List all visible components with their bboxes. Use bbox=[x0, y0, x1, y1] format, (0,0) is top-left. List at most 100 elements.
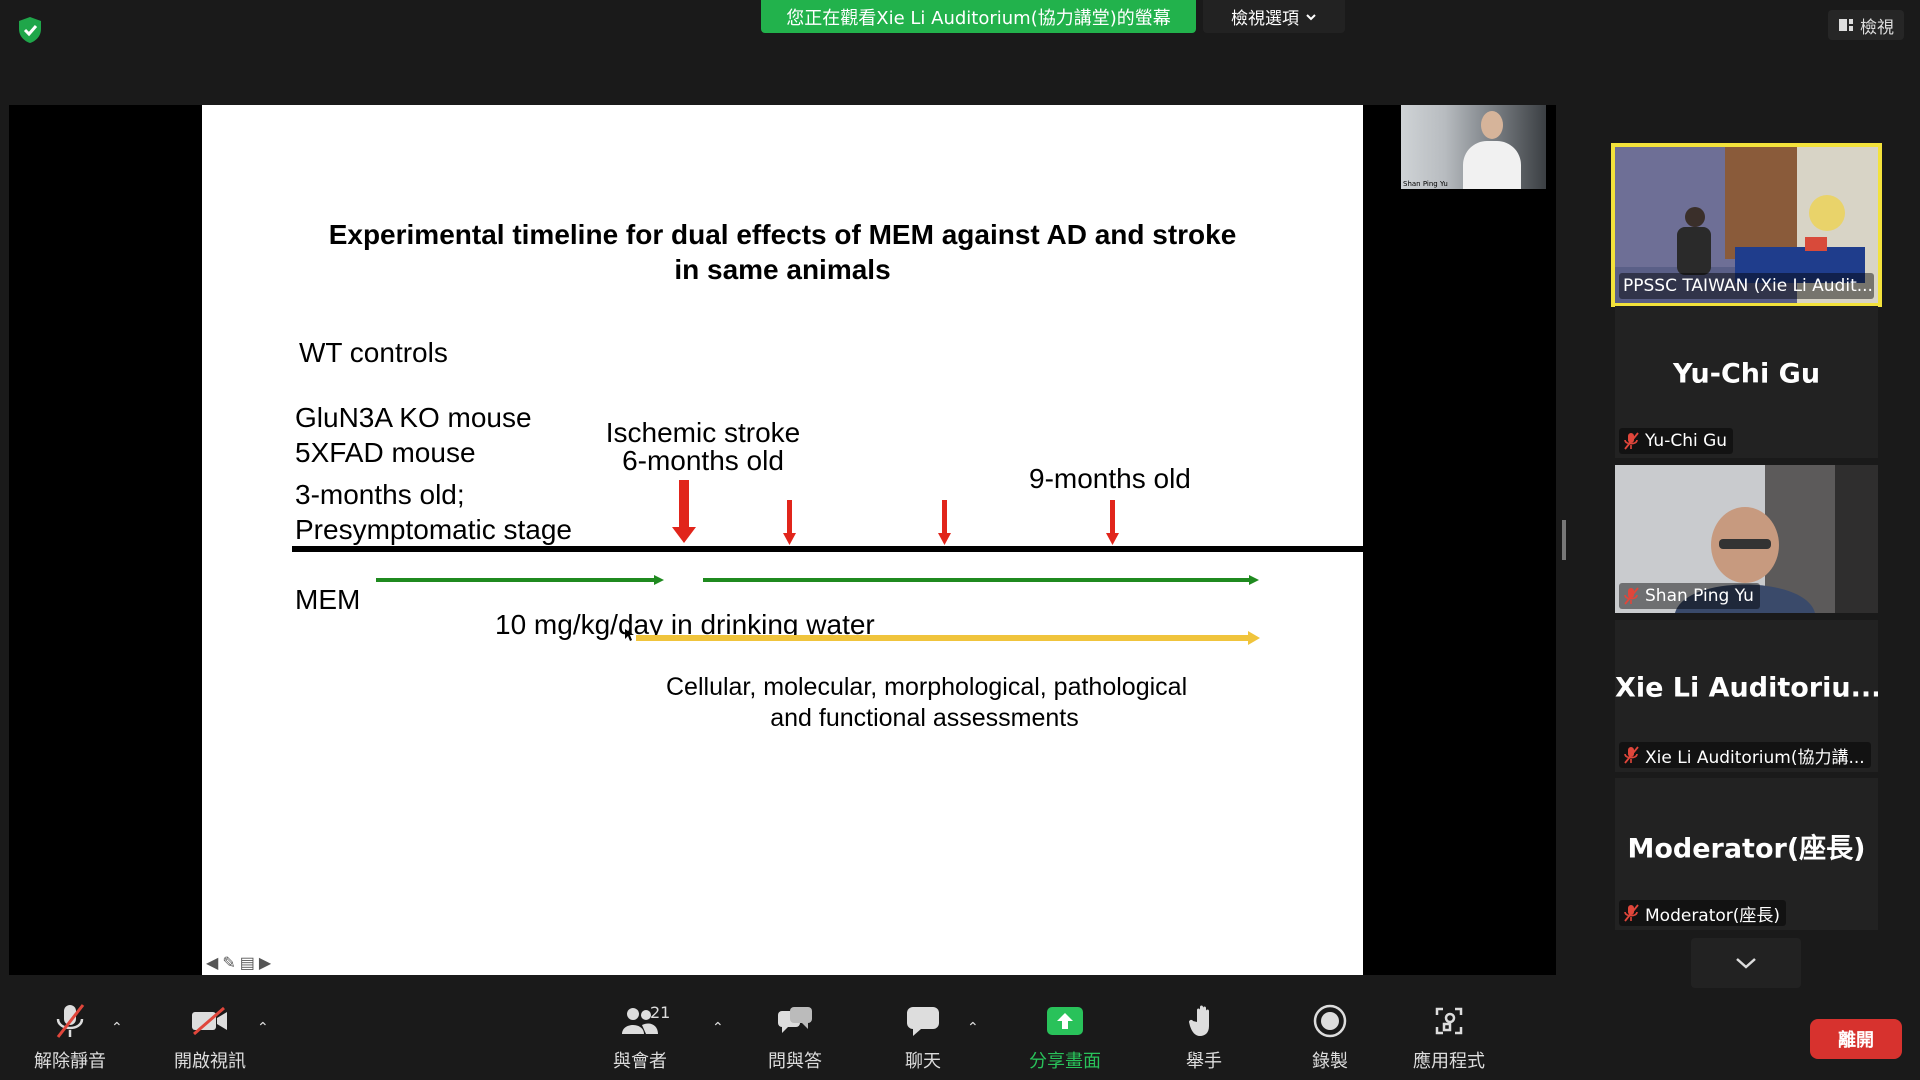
qa-icon bbox=[775, 1001, 815, 1041]
video-options-caret-icon[interactable]: ⌃ bbox=[257, 1020, 269, 1036]
chat-icon bbox=[903, 1001, 943, 1041]
participant-tile-shan-ping-yu[interactable]: Shan Ping Yu bbox=[1615, 465, 1878, 613]
mouse-pointer bbox=[625, 629, 634, 641]
presymptomatic-text: Presymptomatic stage bbox=[295, 514, 572, 545]
raise-hand-icon bbox=[1184, 1001, 1224, 1041]
slide-title-line2: in same animals bbox=[674, 254, 891, 285]
slide-title: Experimental timeline for dual effects o… bbox=[202, 217, 1363, 287]
participant-label: Xie Li Auditorium(協力講... bbox=[1619, 742, 1871, 768]
mic-muted-icon bbox=[50, 1001, 90, 1041]
viewing-screen-banner: 您正在觀看Xie Li Auditorium(協力講堂)的螢幕 bbox=[761, 0, 1196, 33]
participant-tile-xie-li-auditorium[interactable]: Xie Li Auditoriu... Xie Li Auditorium(協力… bbox=[1615, 620, 1878, 772]
apps-icon bbox=[1429, 1001, 1469, 1041]
chat-options-caret-icon[interactable]: ⌃ bbox=[967, 1020, 979, 1036]
participant-name: Xie Li Auditorium(協力講... bbox=[1645, 747, 1865, 768]
assessments-line1: Cellular, molecular, morphological, path… bbox=[666, 673, 1188, 701]
participant-name: Shan Ping Yu bbox=[1645, 586, 1754, 606]
participant-label: Shan Ping Yu bbox=[1619, 583, 1760, 609]
participant-tile-moderator[interactable]: Moderator(座長) Moderator(座長) bbox=[1615, 778, 1878, 930]
slide-title-line1: Experimental timeline for dual effects o… bbox=[328, 219, 1237, 250]
participants-options-caret-icon[interactable]: ⌃ bbox=[712, 1020, 724, 1036]
mic-muted-icon bbox=[1624, 746, 1639, 764]
participant-big-name: Xie Li Auditoriu... bbox=[1615, 672, 1878, 704]
participant-big-name: Yu-Chi Gu bbox=[1672, 358, 1821, 390]
share-screen-button[interactable]: 分享畫面 bbox=[1017, 993, 1113, 1080]
video-off-icon bbox=[190, 1001, 230, 1041]
record-button[interactable]: 錄製 bbox=[1290, 993, 1370, 1080]
share-screen-icon bbox=[1045, 1001, 1085, 1041]
next-slide-icon[interactable]: ▶ bbox=[258, 955, 272, 972]
speaker-face bbox=[1481, 111, 1503, 139]
5xfad-text: 5XFAD mouse bbox=[295, 437, 476, 468]
slide-menu-icon[interactable]: ▤ bbox=[239, 955, 255, 972]
qa-label: 問與答 bbox=[768, 1050, 822, 1072]
view-layout-button[interactable]: 檢視 bbox=[1828, 10, 1904, 40]
apps-button[interactable]: 應用程式 bbox=[1401, 993, 1497, 1080]
participant-name: PPSSC TAIWAN (Xie Li Audit... bbox=[1623, 276, 1873, 296]
raise-hand-label: 舉手 bbox=[1186, 1050, 1222, 1072]
participant-tile-ppssc[interactable]: PPSSC TAIWAN (Xie Li Audit... bbox=[1611, 143, 1882, 307]
mic-muted-icon bbox=[1624, 587, 1639, 605]
glun3a-ko-text: GluN3A KO mouse bbox=[295, 402, 532, 433]
leave-button[interactable]: 離開 bbox=[1810, 1019, 1902, 1059]
mem-label: MEM bbox=[295, 584, 361, 615]
timepoint-arrow-2 bbox=[783, 500, 796, 545]
participant-big-name: Moderator(座長) bbox=[1627, 833, 1866, 865]
record-icon bbox=[1310, 1001, 1350, 1041]
mem-treatment-line-2 bbox=[703, 575, 1259, 585]
participant-label: Yu-Chi Gu bbox=[1619, 428, 1734, 454]
slide-navigation: ◀ ✎ ▤ ▶ bbox=[206, 953, 271, 973]
nine-months-text: 9-months old bbox=[1029, 463, 1191, 494]
auditorium-video-feed bbox=[1615, 147, 1878, 303]
speaker-figure bbox=[1463, 141, 1521, 189]
chat-label: 聊天 bbox=[905, 1050, 941, 1072]
timepoint-arrow-4 bbox=[1106, 500, 1119, 545]
pen-tool-icon[interactable]: ✎ bbox=[222, 955, 236, 972]
dose-text: 10 mg/kg/day in drinking water bbox=[495, 609, 875, 640]
assessment-period-line bbox=[636, 631, 1260, 645]
leave-label: 離開 bbox=[1838, 1030, 1874, 1051]
view-options-dropdown[interactable]: 檢視選項 bbox=[1203, 0, 1345, 33]
stroke-arrow-large bbox=[672, 480, 696, 543]
participant-video-feed bbox=[1615, 465, 1878, 613]
speaker-video-thumbnail[interactable]: Shan Ping Yu bbox=[1401, 105, 1546, 189]
participants-label: 與會者 bbox=[613, 1050, 667, 1072]
speaker-thumb-caption: Shan Ping Yu bbox=[1403, 180, 1448, 188]
mic-muted-icon bbox=[1624, 904, 1639, 922]
chevron-down-icon bbox=[1736, 958, 1756, 969]
wt-controls-text: WT controls bbox=[299, 337, 448, 368]
view-options-label: 檢視選項 bbox=[1231, 9, 1299, 29]
age-3-months-text: 3-months old; bbox=[295, 479, 465, 510]
participant-tile-yu-chi-gu[interactable]: Yu-Chi Gu Yu-Chi Gu bbox=[1615, 306, 1878, 458]
raise-hand-button[interactable]: 舉手 bbox=[1164, 993, 1244, 1080]
participants-icon: 21 bbox=[620, 1001, 670, 1041]
participant-name: Yu-Chi Gu bbox=[1645, 431, 1728, 451]
unmute-label: 解除靜音 bbox=[34, 1050, 106, 1072]
ischemic-stroke-text: Ischemic stroke bbox=[605, 417, 801, 448]
record-label: 錄製 bbox=[1312, 1050, 1348, 1072]
participants-count: 21 bbox=[650, 1002, 671, 1022]
mic-muted-icon bbox=[1624, 432, 1639, 450]
gallery-scroll-down-button[interactable] bbox=[1691, 938, 1801, 988]
start-video-label: 開啟視訊 bbox=[174, 1050, 246, 1072]
unmute-button[interactable]: 解除靜音 bbox=[22, 993, 118, 1080]
view-button-label: 檢視 bbox=[1860, 17, 1894, 38]
share-screen-label: 分享畫面 bbox=[1029, 1050, 1101, 1072]
timeline-diagram bbox=[292, 480, 1363, 645]
mem-treatment-line-1 bbox=[376, 575, 664, 585]
qa-button[interactable]: 問與答 bbox=[755, 993, 835, 1080]
participant-label: Moderator(座長) bbox=[1619, 900, 1787, 926]
participants-button[interactable]: 21 與會者 bbox=[602, 993, 678, 1080]
timepoint-arrow-3 bbox=[938, 500, 951, 545]
presentation-slide: Experimental timeline for dual effects o… bbox=[202, 105, 1363, 975]
layout-icon bbox=[1839, 19, 1853, 31]
viewing-banner-text: 您正在觀看Xie Li Auditorium(協力講堂)的螢幕 bbox=[786, 7, 1171, 29]
apps-label: 應用程式 bbox=[1413, 1050, 1485, 1072]
six-months-text: 6-months old bbox=[622, 445, 784, 476]
security-shield-icon[interactable] bbox=[14, 14, 46, 46]
panel-resize-handle[interactable] bbox=[1562, 520, 1566, 560]
prev-slide-icon[interactable]: ◀ bbox=[206, 955, 219, 972]
audio-options-caret-icon[interactable]: ⌃ bbox=[111, 1020, 123, 1036]
start-video-button[interactable]: 開啟視訊 bbox=[162, 993, 258, 1080]
chat-button[interactable]: 聊天 bbox=[883, 993, 963, 1080]
